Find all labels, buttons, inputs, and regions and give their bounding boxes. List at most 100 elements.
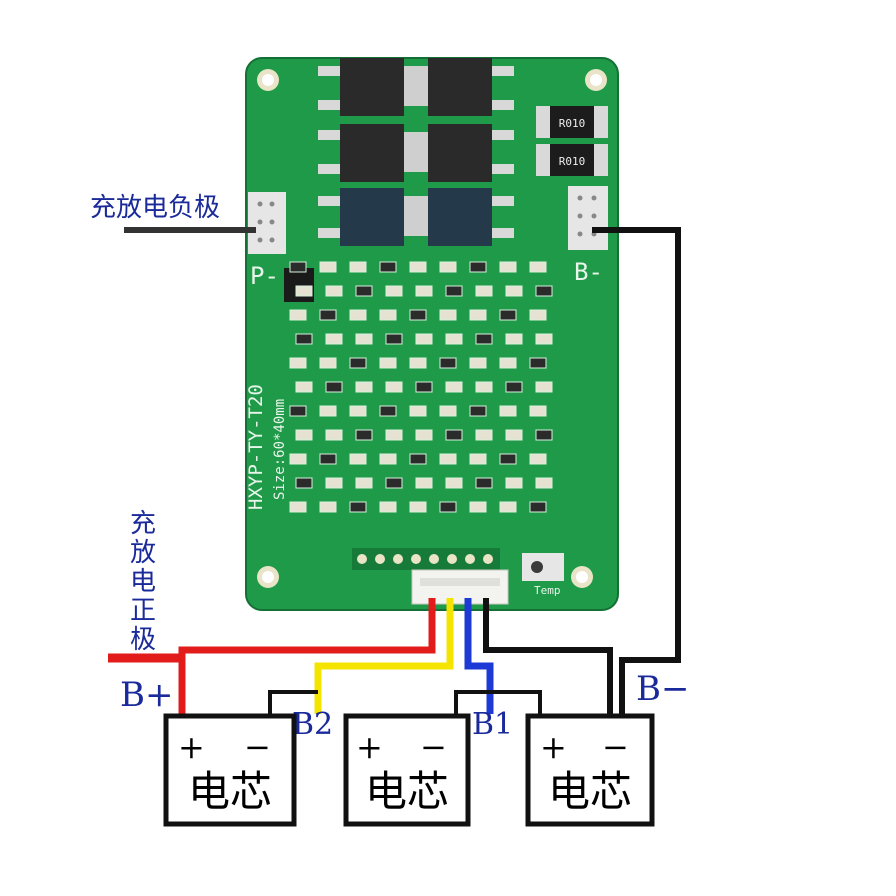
balance-connector (411, 569, 509, 605)
smd-component (529, 357, 547, 369)
smd-component (409, 357, 427, 369)
cell-plus: + (540, 728, 567, 766)
cell-minus: − (244, 728, 271, 766)
smd-component (295, 429, 313, 441)
p-minus-pad (248, 192, 286, 254)
smd-component (439, 453, 457, 465)
smd-component (325, 429, 343, 441)
smd-component (529, 405, 547, 417)
shunt-resistor: R010 (536, 144, 608, 176)
smd-component (475, 429, 493, 441)
smd-component (289, 501, 307, 513)
p-minus-label: P- (250, 262, 279, 290)
smd-component (379, 309, 397, 321)
pin-header-row (352, 548, 500, 570)
smd-component (439, 357, 457, 369)
charge-discharge-positive-label: 充 放 电 正 极 (130, 509, 156, 655)
smd-component (469, 357, 487, 369)
smd-component (415, 333, 433, 345)
smd-component (349, 261, 367, 273)
smd-component (319, 501, 337, 513)
smd-component (349, 357, 367, 369)
header-pin (411, 554, 421, 564)
smd-component (535, 285, 553, 297)
mounting-hole (571, 566, 593, 588)
cell-label: 电芯 (188, 767, 272, 816)
mounting-hole (257, 566, 279, 588)
smd-component (445, 333, 463, 345)
battery-cell: + − 电芯 (163, 713, 297, 827)
smd-component (409, 309, 427, 321)
positive-char: 放 (130, 538, 156, 568)
smd-component (325, 285, 343, 297)
smd-component (499, 261, 517, 273)
mounting-hole (257, 69, 279, 91)
header-pin (465, 554, 475, 564)
header-pin (375, 554, 385, 564)
smd-component (355, 333, 373, 345)
smd-component (529, 309, 547, 321)
battery-cell: + − 电芯 (525, 713, 655, 827)
smd-component (349, 309, 367, 321)
smd-component (379, 261, 397, 273)
b2-label: B2 (292, 707, 333, 742)
cell-plus: + (178, 728, 205, 766)
smd-component (289, 453, 307, 465)
smd-component (349, 501, 367, 513)
smd-component (499, 453, 517, 465)
smd-component (295, 477, 313, 489)
smd-component (295, 285, 313, 297)
ic-chip (284, 268, 314, 302)
smd-component (319, 405, 337, 417)
smd-component (439, 309, 457, 321)
b-minus-wire-label: B− (636, 669, 689, 709)
cell-minus: − (420, 728, 447, 766)
smd-component (355, 285, 373, 297)
smd-component (325, 333, 343, 345)
positive-char: 电 (130, 567, 156, 597)
resistor-label: R010 (559, 155, 586, 168)
cell-link-wire (268, 690, 318, 716)
smd-component (415, 429, 433, 441)
cell-label: 电芯 (548, 767, 632, 816)
smd-component (415, 381, 433, 393)
smd-component (505, 429, 523, 441)
smd-component (319, 309, 337, 321)
mosfet (416, 124, 514, 182)
smd-component (475, 477, 493, 489)
smd-component (289, 261, 307, 273)
smd-component (415, 477, 433, 489)
board-model-label: HXYP-TY-T20 (245, 384, 267, 510)
smd-component (475, 381, 493, 393)
smd-component (535, 429, 553, 441)
smd-component (409, 501, 427, 513)
smd-component (535, 333, 553, 345)
smd-component (379, 501, 397, 513)
smd-component (355, 381, 373, 393)
smd-component (439, 501, 457, 513)
smd-component (445, 477, 463, 489)
battery-cell: + − 电芯 (343, 713, 471, 827)
connector-black-wire (483, 598, 613, 714)
smd-component (505, 477, 523, 489)
smd-component (469, 261, 487, 273)
smd-component (379, 405, 397, 417)
smd-component (349, 453, 367, 465)
smd-component (475, 333, 493, 345)
shunt-resistor: R010 (536, 106, 608, 138)
smd-component (385, 381, 403, 393)
smd-component (469, 309, 487, 321)
smd-component (499, 357, 517, 369)
smd-component (469, 453, 487, 465)
smd-component (319, 261, 337, 273)
smd-component (385, 333, 403, 345)
header-pin (357, 554, 367, 564)
smd-component (529, 453, 547, 465)
header-pin (429, 554, 439, 564)
smd-component (319, 453, 337, 465)
mounting-hole (585, 69, 607, 91)
b-minus-wire (592, 227, 681, 714)
smd-component (445, 429, 463, 441)
smd-component (349, 405, 367, 417)
smd-component (499, 309, 517, 321)
